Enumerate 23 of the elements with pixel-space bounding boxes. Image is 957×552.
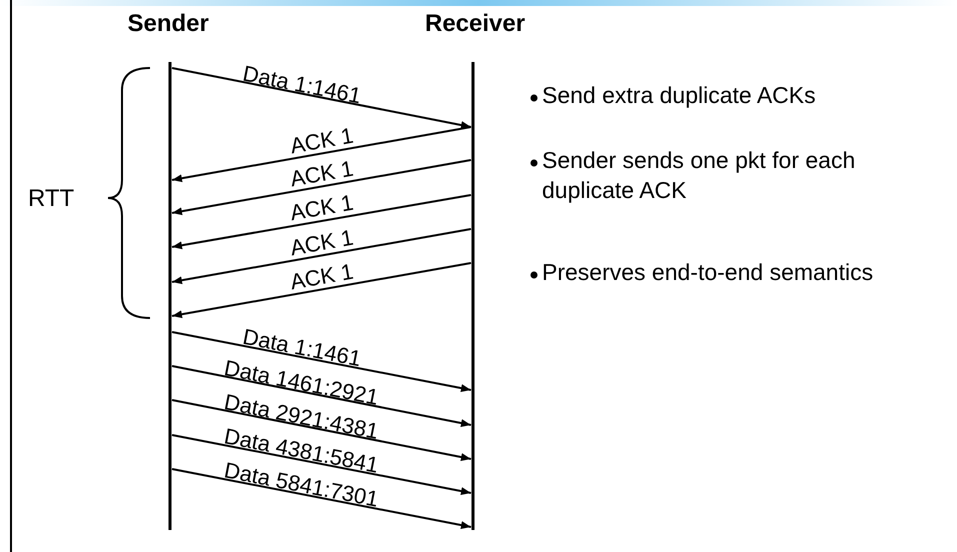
arrow bbox=[172, 67, 472, 129]
arrow bbox=[172, 228, 472, 284]
arrow bbox=[172, 194, 472, 250]
bullet-point-text: Preserves end-to-end semantics bbox=[542, 258, 874, 287]
bullet-point-text: Send extra duplicate ACKs bbox=[542, 81, 817, 110]
arrow bbox=[172, 399, 472, 461]
edge-label: ACK 1 bbox=[288, 226, 355, 259]
edge-label: ACK 1 bbox=[288, 192, 354, 224]
participant-label: Receiver bbox=[425, 10, 526, 38]
bullet-point-text: Sender sends one pkt for each duplicate ACK bbox=[542, 146, 856, 205]
arrow bbox=[172, 126, 472, 182]
edge-label: ACK 1 bbox=[288, 124, 355, 157]
edge-label: ACK 1 bbox=[288, 260, 355, 293]
arrow bbox=[172, 434, 472, 496]
edge-label: ACK 1 bbox=[288, 157, 355, 190]
participant-label: Sender bbox=[128, 10, 209, 38]
brace-label: RTT bbox=[28, 185, 74, 213]
arrow bbox=[172, 159, 472, 216]
edge-label: Data 1:1461 bbox=[240, 62, 362, 107]
arrow bbox=[172, 468, 472, 530]
arrow bbox=[172, 365, 472, 427]
arrow bbox=[172, 331, 472, 392]
arrow bbox=[172, 262, 472, 318]
